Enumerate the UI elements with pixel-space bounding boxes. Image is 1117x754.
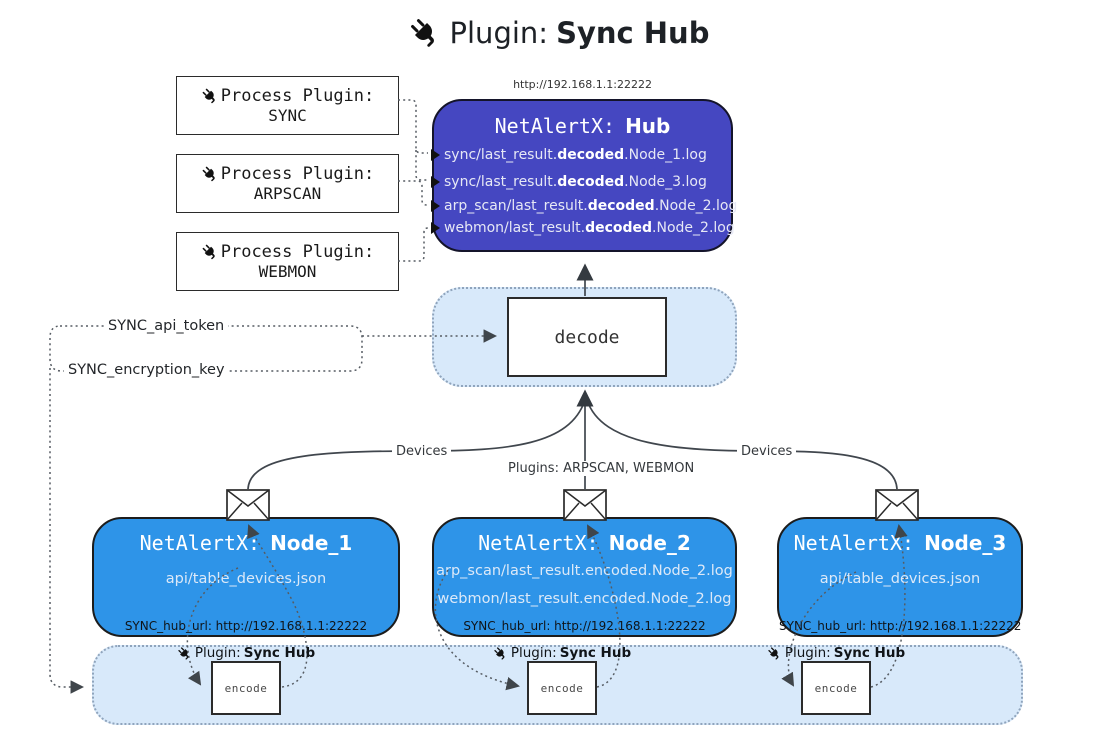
triangle-bullet-icon (431, 176, 440, 188)
node-3-box: NetAlertX:Node_3 api/table_devices.json … (777, 517, 1023, 637)
band-plugin-name: Sync Hub (243, 645, 316, 661)
envelope-icon (226, 489, 270, 521)
process-plugin-label-row: Process Plugin: (200, 242, 375, 262)
process-plugin-arpscan-box: Process Plugin: ARPSCAN (176, 154, 399, 213)
encode-box: encode (211, 661, 281, 715)
process-plugin-label-row: Process Plugin: (200, 164, 375, 184)
devices-label-right: Devices (737, 444, 797, 459)
node-title: NetAlertX: Node_3 (779, 531, 1021, 555)
node-1-box: NetAlertX:Node_1 api/table_devices.json … (92, 517, 400, 637)
log-text: .Node_1.log (624, 147, 707, 163)
hub-title: NetAlertX: Hub (434, 114, 731, 138)
node-file: api/table_devices.json (819, 571, 981, 587)
band-plugin-prefix: Plugin: (510, 645, 557, 661)
envelope-icon (875, 489, 919, 521)
node-hub-url: SYNC_hub_url: http://192.168.1.1:22222 (463, 619, 706, 633)
node-file: webmon/last_result.encoded.Node_2.log (437, 591, 732, 607)
band-plugin-prefix: Plugin: (194, 645, 241, 661)
band-plugin-label: Plugin: Sync Hub (171, 645, 321, 661)
node-title-prefix: NetAlertX: (139, 531, 261, 555)
process-plugin-label: Process Plugin: (220, 242, 375, 262)
node-hub-url: SYNC_hub_url: http://192.168.1.1:22222 (779, 619, 1022, 633)
log-text: .Node_2.log (654, 198, 738, 214)
edge-settings-to-band (49, 368, 85, 694)
band-plugin-label: Plugin: Sync Hub (487, 645, 637, 661)
page-title-prefix: Plugin: (449, 16, 549, 50)
envelope-icon (563, 489, 607, 521)
log-text-em: decoded (585, 220, 653, 236)
process-plugin-label: Process Plugin: (220, 86, 375, 106)
plug-icon (767, 645, 781, 660)
node-title-name: Node_1 (270, 531, 353, 555)
band-plugin-prefix: Plugin: (784, 645, 831, 661)
log-text: webmon/last_result. (444, 220, 586, 236)
process-plugin-label-row: Process Plugin: (200, 86, 375, 106)
process-plugin-name: WEBMON (258, 262, 317, 281)
node-title-name: Node_2 (608, 531, 691, 555)
encode-box: encode (801, 661, 871, 715)
band-plugin-name: Sync Hub (833, 645, 906, 661)
triangle-bullet-icon (431, 222, 440, 234)
log-text-em: decoded (557, 174, 625, 190)
sync-api-token-label: SYNC_api_token (104, 318, 229, 334)
edge-webmon-to-log4 (398, 227, 430, 262)
hub-box: NetAlertX:Hub sync/last_result.decoded.N… (431, 99, 737, 252)
process-plugin-name: SYNC (268, 106, 307, 125)
page-title: Plugin: Sync Hub (0, 16, 1117, 50)
plug-icon (200, 165, 218, 182)
process-plugin-webmon-box: Process Plugin: WEBMON (176, 232, 399, 291)
hub-log-line: webmon/last_result.decoded.Node_2.log (431, 218, 735, 238)
triangle-bullet-icon (431, 149, 440, 161)
band-plugin-name: Sync Hub (559, 645, 632, 661)
plug-icon (493, 645, 507, 660)
log-text-em: decoded (587, 198, 655, 214)
hub-title-name: Hub (625, 114, 671, 138)
node-title-prefix: NetAlertX: (793, 531, 915, 555)
log-text-em: decoded (557, 147, 625, 163)
plug-icon (177, 645, 191, 660)
node-hub-url: SYNC_hub_url: http://192.168.1.1:22222 (124, 619, 368, 633)
sync-encryption-key-label: SYNC_encryption_key (64, 362, 229, 378)
hub-url-label: http://192.168.1.1:22222 (513, 78, 652, 91)
log-text: .Node_2.log (652, 220, 735, 236)
encode-box: encode (527, 661, 597, 715)
process-plugin-sync-box: Process Plugin: SYNC (176, 76, 399, 135)
process-plugin-label: Process Plugin: (220, 164, 375, 184)
plug-icon (200, 87, 218, 104)
band-plugin-label: Plugin: Sync Hub (761, 645, 911, 661)
plug-icon (200, 243, 218, 260)
edge-sync-to-log1 (398, 99, 428, 154)
node-file: api/table_devices.json (165, 571, 327, 587)
plugins-label-mid: Plugins: ARPSCAN, WEBMON (504, 461, 699, 476)
hub-log-line: arp_scan/last_result.decoded.Node_2.log (431, 196, 738, 216)
edge-sync-to-log2 (415, 150, 428, 181)
hub-log-line: sync/last_result.decoded.Node_3.log (431, 172, 707, 192)
log-text: sync/last_result. (444, 147, 558, 163)
log-text: sync/last_result. (444, 174, 558, 190)
log-text: .Node_3.log (624, 174, 707, 190)
decode-box: decode (507, 297, 667, 377)
node-title: NetAlertX: Node_2 (434, 531, 735, 555)
node-title-name: Node_3 (924, 531, 1007, 555)
triangle-bullet-icon (431, 200, 440, 212)
page-title-name: Sync Hub (556, 16, 710, 50)
hub-title-prefix: NetAlertX: (494, 114, 616, 138)
node-2-box: NetAlertX: Node_2 arp_scan/last_result.en… (432, 517, 737, 637)
node-file: arp_scan/last_result.encoded.Node_2.log (436, 563, 733, 579)
log-text: arp_scan/last_result. (444, 198, 588, 214)
devices-label-left: Devices (392, 444, 452, 459)
node-title-prefix: NetAlertX: (478, 531, 599, 555)
node-title: NetAlertX: Node_1 (94, 531, 398, 555)
process-plugin-name: ARPSCAN (253, 184, 322, 203)
hub-log-line: sync/last_result.decoded.Node_1.log (431, 145, 707, 165)
edge-arpscan-to-log3 (398, 180, 429, 206)
plug-icon (407, 16, 440, 49)
